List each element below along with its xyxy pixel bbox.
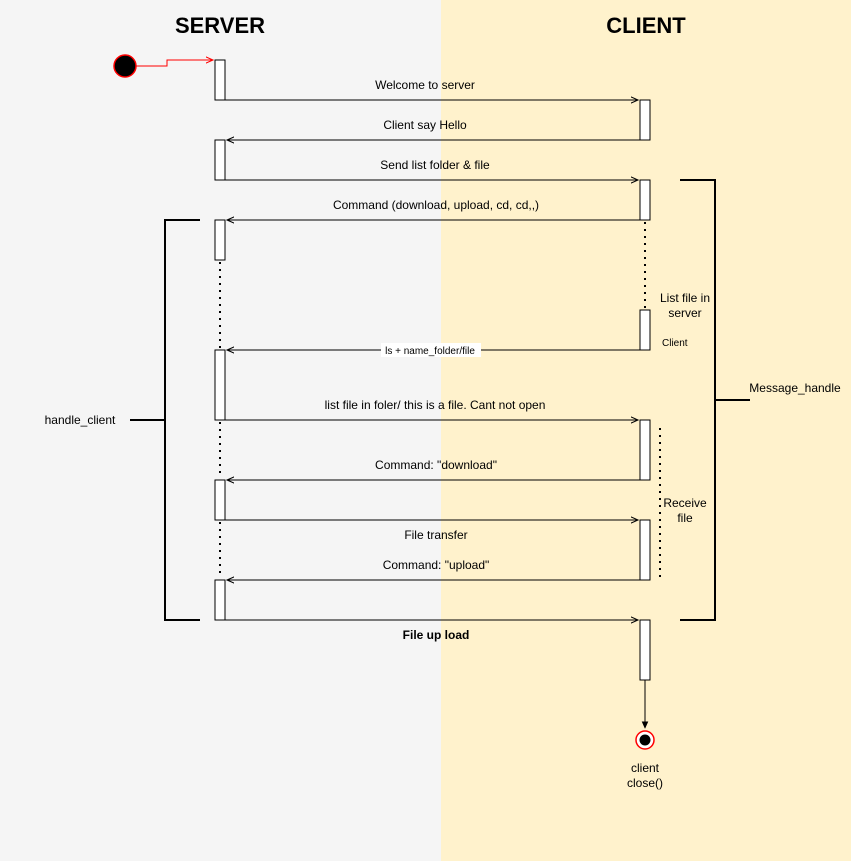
message-label: Command: "download" — [375, 458, 497, 472]
note-list-file: server — [668, 306, 701, 320]
message-label: Command: "upload" — [383, 558, 490, 572]
initial-state — [113, 54, 137, 78]
handle-client-label: handle_client — [45, 413, 116, 427]
client-activation — [639, 419, 651, 481]
start-arrow — [136, 60, 213, 67]
close-label: client — [631, 761, 660, 775]
server-activation — [214, 59, 226, 101]
server-activation — [214, 479, 226, 521]
client-title: CLIENT — [606, 13, 686, 38]
message-label: File transfer — [404, 528, 467, 542]
server-activation — [214, 219, 226, 261]
client-activation — [639, 99, 651, 141]
message-handle-label: Message_handle — [749, 381, 841, 395]
client-activation — [639, 519, 651, 581]
server-activation — [214, 349, 226, 421]
server-activation — [214, 579, 226, 621]
message-label: Command (download, upload, cd, cd,,) — [333, 198, 539, 212]
message-label: Send list folder & file — [380, 158, 490, 172]
close-label: close() — [627, 776, 663, 790]
client-activation — [639, 179, 651, 221]
client-activation — [639, 619, 651, 681]
server-title: SERVER — [175, 13, 265, 38]
message-label: list file in foler/ this is a file. Cant… — [325, 398, 546, 412]
message-label: Client say Hello — [383, 118, 467, 132]
message-label: Welcome to server — [375, 78, 475, 92]
note-receive-file: file — [677, 511, 693, 525]
note-client: Client — [662, 338, 688, 349]
message-label: ls + name_folder/file — [385, 346, 475, 357]
final-state-dot — [639, 734, 651, 746]
message-label: File up load — [403, 628, 470, 642]
client-activation — [639, 309, 651, 351]
server-activation — [214, 139, 226, 181]
note-receive-file: Receive — [663, 496, 707, 510]
message-label-bg — [381, 343, 481, 357]
note-list-file: List file in — [660, 291, 710, 305]
